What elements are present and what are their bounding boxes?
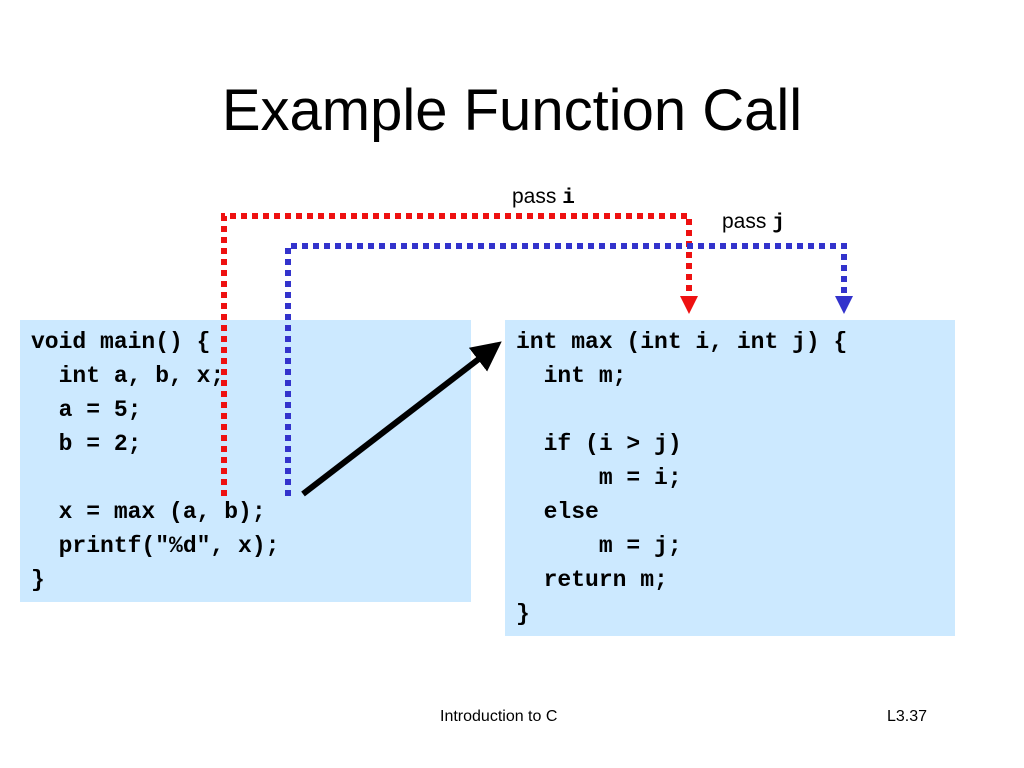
pass-j-arrowhead xyxy=(835,296,853,314)
pass-i-path xyxy=(221,213,692,496)
max-function-code: int max (int i, int j) { int m; if (i > … xyxy=(516,329,848,627)
footer-page-number: L3.37 xyxy=(887,708,928,725)
slide-title: Example Function Call xyxy=(221,78,803,143)
pass-i-prefix: pass xyxy=(512,185,563,208)
max-function-code-box: int max (int i, int j) { int m; if (i > … xyxy=(505,320,955,636)
pass-i-label: pass i xyxy=(512,185,575,210)
pass-j-prefix: pass xyxy=(722,210,773,233)
main-function-code-box: void main() { int a, b, x; a = 5; b = 2;… xyxy=(20,320,471,602)
footer-title: Introduction to C xyxy=(440,708,558,725)
pass-j-variable: j xyxy=(772,212,785,235)
pass-j-path xyxy=(285,243,847,496)
pass-j-label: pass j xyxy=(722,210,785,235)
pass-i-variable: i xyxy=(562,187,575,210)
main-function-code: void main() { int a, b, x; a = 5; b = 2;… xyxy=(31,329,280,593)
pass-i-arrowhead xyxy=(680,296,698,314)
call-arrow xyxy=(301,341,502,497)
